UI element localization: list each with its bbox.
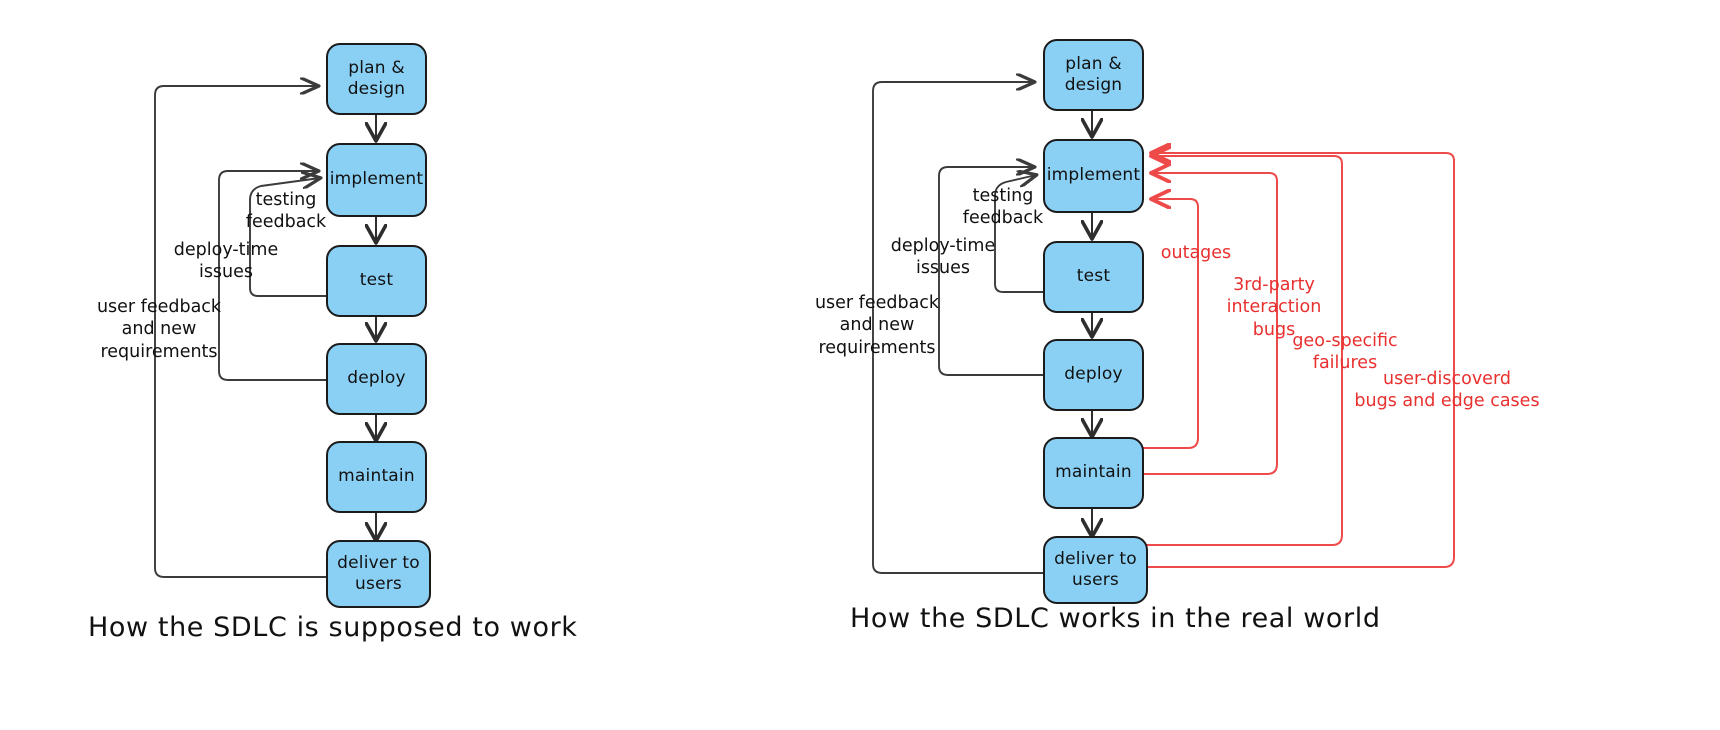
right-label-deploy-time-issues: deploy-time issues [890,236,996,279]
right-edge-user-feedback [872,82,1044,574]
left-node-deploy[interactable]: deploy [326,343,427,415]
left-edge-testing-feedback [249,178,327,297]
left-label-deploy-time-issues: deploy-time issues [173,240,279,283]
right-node-maintain[interactable]: maintain [1043,437,1144,509]
right-edge-3rd-party-interaction-bugs [1142,173,1278,475]
left-node-plan-design[interactable]: plan & design [326,43,427,115]
left-edge-user-feedback [154,86,327,578]
right-label-outages: outages [1160,243,1232,263]
right-edge-user-discovered-bugs [1142,153,1455,568]
right-label-3rd-party-interaction-bugs: 3rd-party interaction bugs [1226,275,1322,340]
right-node-deliver-to-users[interactable]: deliver to users [1043,536,1148,604]
right-node-implement[interactable]: implement [1043,139,1144,213]
right-edge-geo-specific-failures [1142,156,1343,546]
left-label-testing-feedback: testing feedback [245,190,327,233]
left-edge-deploy-time-issues [218,171,327,381]
left-node-implement[interactable]: implement [326,143,427,217]
right-panel-caption: How the SDLC works in the real world [850,603,1381,634]
right-edge-testing-feedback [994,175,1044,293]
right-label-testing-feedback: testing feedback [962,186,1044,229]
right-edge-outages [1142,199,1199,449]
left-node-test[interactable]: test [326,245,427,317]
left-node-maintain[interactable]: maintain [326,441,427,513]
left-node-deliver-to-users[interactable]: deliver to users [326,540,431,608]
right-label-user-discovered-bugs: user-discoverd bugs and edge cases [1354,369,1540,412]
right-node-test[interactable]: test [1043,241,1144,313]
right-node-deploy[interactable]: deploy [1043,339,1144,411]
right-node-plan-design[interactable]: plan & design [1043,39,1144,111]
left-panel-caption: How the SDLC is supposed to work [88,612,578,643]
right-label-geo-specific-failures: geo-specific failures [1292,331,1398,374]
left-label-user-feedback: user feedback and new requirements [96,297,222,362]
right-edge-deploy-time-issues [938,167,1044,376]
right-label-user-feedback: user feedback and new requirements [814,293,940,358]
